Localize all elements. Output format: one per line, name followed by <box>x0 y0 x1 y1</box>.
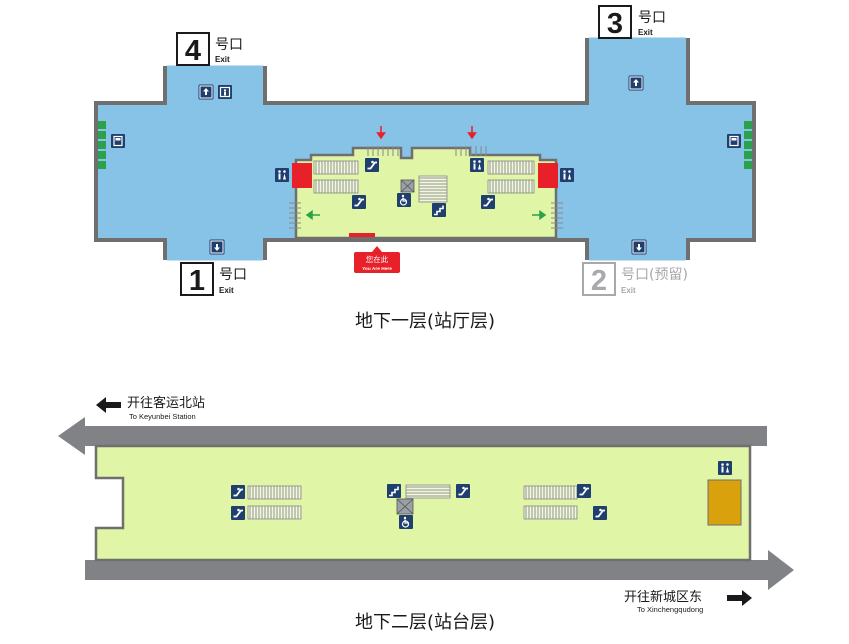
exit-cn: 号口 <box>219 267 247 283</box>
exit-en: Exit <box>219 286 234 295</box>
you-are-here-cn: 您在此 <box>366 254 389 264</box>
direction-cn: 开往新城区东 <box>624 589 702 605</box>
escalator <box>313 179 359 194</box>
you-are-here-label: 您在此 You Are Here <box>354 246 400 273</box>
direction-en: To Keyunbei Station <box>129 412 196 421</box>
escalator <box>313 160 359 175</box>
you-are-here-marker <box>349 233 375 237</box>
restroom-icon <box>470 158 484 172</box>
exit-number: 4 <box>185 35 201 67</box>
elevator-icon <box>217 84 233 100</box>
escalator-icon <box>351 194 367 210</box>
escalator-icon <box>576 483 592 499</box>
restroom-icon <box>275 168 289 182</box>
ticket-machine-icon <box>110 133 126 149</box>
escalator-icon <box>364 157 380 173</box>
platform-elevator <box>707 479 742 526</box>
accessible-icon <box>396 192 412 208</box>
exit-down-icon <box>209 239 225 255</box>
escalator-icon <box>230 505 246 521</box>
escalator <box>523 485 578 500</box>
direction-arrow-icon <box>305 210 547 220</box>
exit-number: 2 <box>591 265 607 297</box>
right-wall-panels <box>744 121 752 169</box>
exit-2-label: 2 号口(预留) Exit <box>582 262 688 297</box>
arrow-left-icon <box>96 397 121 413</box>
exit-number: 3 <box>607 8 623 40</box>
exit-en: Exit <box>621 286 636 295</box>
escalator-icon <box>480 194 496 210</box>
exit-number: 1 <box>189 265 205 297</box>
escalator <box>487 179 535 194</box>
platform-level <box>58 417 794 590</box>
direction-cn: 开往客运北站 <box>127 395 205 411</box>
level-title-b1: 地下一层(站厅层) <box>355 311 495 332</box>
fare-gate-right <box>538 163 558 188</box>
stairs <box>418 175 448 203</box>
accessible-icon <box>398 514 414 530</box>
exit-down-icon <box>631 239 647 255</box>
fare-gate-left <box>292 163 312 188</box>
escalator <box>523 505 578 520</box>
exit-1-label: 1 号口 Exit <box>180 262 247 297</box>
level-title-b2: 地下二层(站台层) <box>355 612 495 633</box>
exit-cn: 号口 <box>638 10 666 26</box>
direction-left: 开往客运北站 To Keyunbei Station <box>96 395 205 421</box>
exit-cn: 号口(预留) <box>621 267 688 283</box>
platform-area <box>94 444 752 562</box>
turnstiles <box>289 146 563 229</box>
exit-en: Exit <box>215 55 230 64</box>
exit-up-icon <box>628 75 644 91</box>
exit-4-label: 4 号口 Exit <box>176 32 243 67</box>
ticket-machine-icon <box>726 133 742 149</box>
escalator-icon <box>592 505 608 521</box>
exit-en: Exit <box>638 28 653 37</box>
stairs-icon <box>386 483 402 499</box>
exit-up-icon <box>198 84 214 100</box>
entry-arrow-icon <box>376 126 477 140</box>
exit-cn: 号口 <box>215 37 243 53</box>
escalator <box>247 505 302 520</box>
restroom-icon <box>718 461 732 475</box>
left-wall-panels <box>98 121 106 169</box>
direction-right: 开往新城区东 To Xinchengqudong <box>624 589 752 614</box>
escalator <box>247 485 302 500</box>
stairs <box>405 484 451 499</box>
escalator-icon <box>230 484 246 500</box>
you-are-here-en: You Are Here <box>362 266 392 272</box>
exit-3-label: 3 号口 Exit <box>598 5 666 40</box>
stairs-icon <box>431 202 447 218</box>
direction-en: To Xinchengqudong <box>637 605 703 614</box>
arrow-right-icon <box>727 590 752 606</box>
concourse-level: 您在此 You Are Here <box>94 37 756 273</box>
restroom-icon <box>560 168 574 182</box>
escalator <box>487 160 535 175</box>
escalator-icon <box>455 483 471 499</box>
